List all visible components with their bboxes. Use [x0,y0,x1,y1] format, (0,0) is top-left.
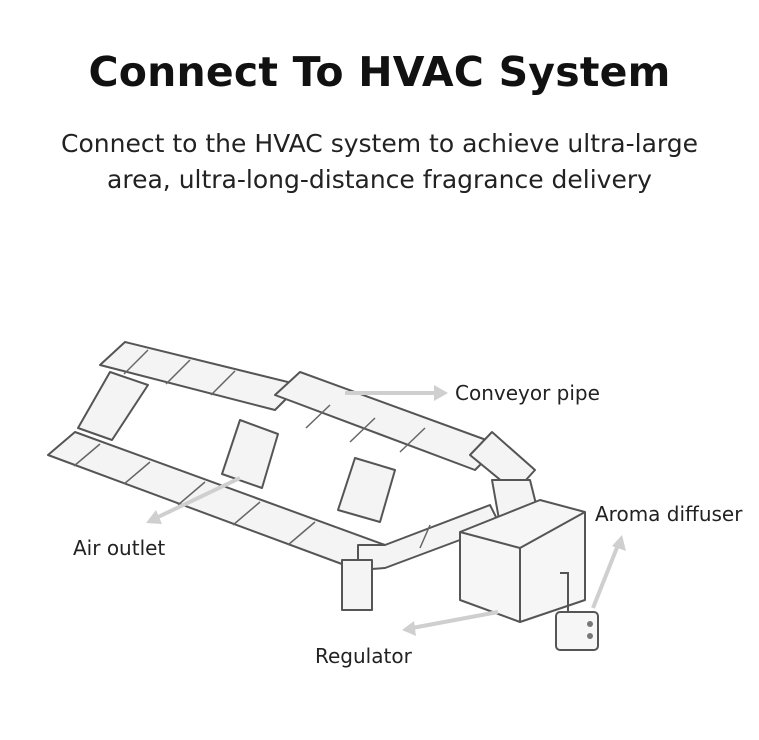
cross-duct-right [337,457,396,523]
conveyor-pipe-label: Conveyor pipe [455,381,600,405]
duct-joints [73,349,431,549]
subtitle-line-2: area, ultra-long-distance fragrance deli… [107,165,652,194]
pointer-arrows [146,385,626,636]
regulator-unit [459,499,586,623]
vertical-drop [341,559,373,611]
regulator-label: Regulator [315,644,413,668]
page-title: Connect To HVAC System [88,48,671,96]
aroma-diffuser-unit [555,572,599,651]
air-outlet-label: Air outlet [73,536,165,560]
aroma-diffuser-arrow [591,544,620,609]
subtitle: Connect to the HVAC system to achieve ul… [0,126,759,198]
cross-duct-middle [221,419,279,489]
subtitle-line-1: Connect to the HVAC system to achieve ul… [61,129,698,158]
duct-network [47,341,541,611]
aroma-diffuser-label: Aroma diffuser [595,502,743,526]
cross-duct-left [77,371,149,441]
air-outlet-arrow [155,476,241,520]
regulator-arrow [411,610,499,630]
